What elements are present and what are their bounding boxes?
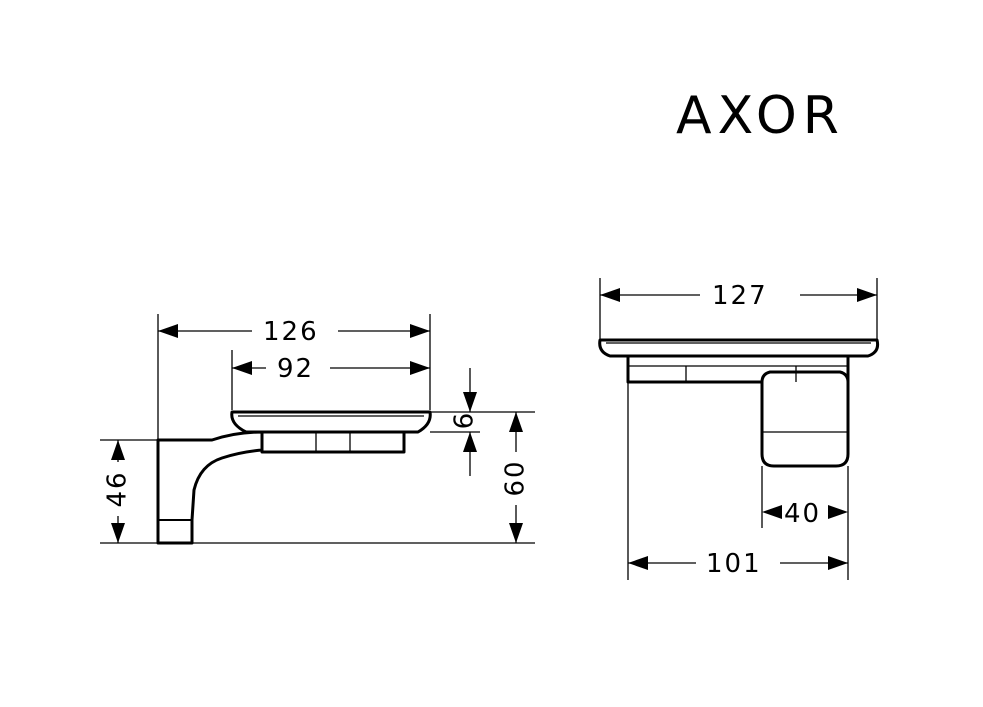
side-view-dish: [230, 410, 432, 434]
side-view-dimensions: 126 92 9 60: [100, 314, 535, 544]
dimension-height-46: 46: [103, 440, 133, 543]
dimension-depth-101: 101: [628, 549, 848, 579]
front-view-bracket: [760, 370, 850, 468]
dimension-label-126: 126: [263, 317, 319, 347]
dimension-label-127: 127: [712, 281, 768, 311]
dimension-label-60: 60: [501, 459, 531, 496]
axor-logo: AXOR: [676, 86, 845, 146]
side-view-dish-holder: [260, 432, 406, 454]
front-view-dish: [598, 338, 880, 358]
dimension-label-40: 40: [784, 499, 821, 529]
logo-text: AXOR: [676, 86, 845, 146]
dimension-width-40: 40: [762, 499, 848, 529]
side-view-bracket: [156, 430, 264, 545]
dimension-label-92: 92: [277, 354, 314, 384]
dimension-width-126: 126: [158, 317, 430, 347]
dimension-label-101: 101: [706, 549, 762, 579]
dimension-label-46: 46: [103, 470, 133, 507]
dimension-thickness-9: 9: [447, 368, 477, 476]
front-view: [598, 338, 880, 468]
front-view-holder: [626, 356, 850, 384]
dimension-width-127: 127: [600, 281, 877, 311]
side-view: [156, 410, 432, 545]
dimension-label-9: 9: [447, 413, 477, 432]
dimension-height-60: 60: [501, 412, 531, 543]
front-view-dimensions: 127 40 101: [599, 278, 878, 580]
dimension-width-92: 92: [232, 354, 430, 384]
